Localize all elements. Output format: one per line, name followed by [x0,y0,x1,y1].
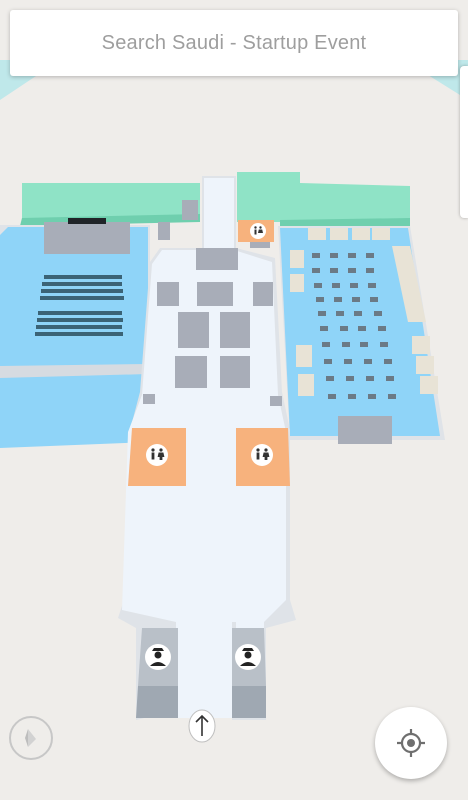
restroom-icon[interactable] [146,444,168,466]
security-rooms [136,628,266,718]
left-hall [0,218,150,448]
compass-button[interactable] [9,716,53,760]
security-guard-icon[interactable] [235,644,261,670]
restroom-icon[interactable] [250,223,266,239]
my-location-button[interactable] [375,707,447,779]
main-corridor [118,176,296,720]
search-input[interactable]: Search Saudi - Startup Event [10,10,458,76]
restroom-icon[interactable] [251,444,273,466]
search-placeholder: Search Saudi - Startup Event [101,31,367,54]
compass-icon [25,729,36,747]
direction-arrow-icon[interactable] [188,709,216,743]
right-hall [278,226,445,444]
security-guard-icon[interactable] [145,644,171,670]
scroll-handle[interactable] [460,66,468,218]
my-location-icon [397,729,425,757]
mint-zone [20,172,410,228]
